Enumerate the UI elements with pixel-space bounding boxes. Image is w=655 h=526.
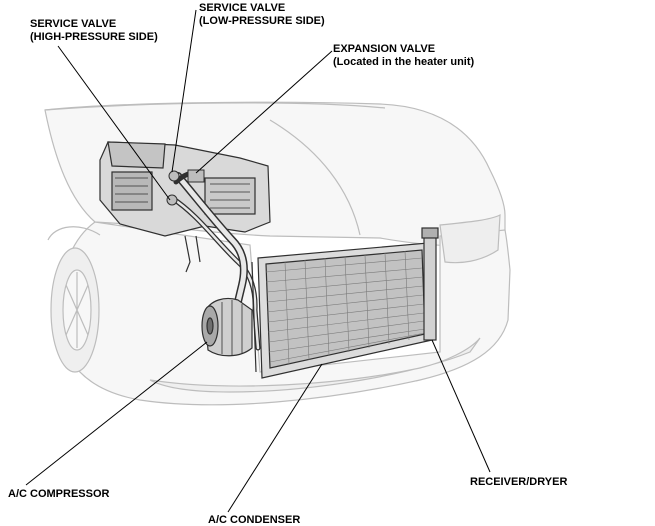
car-windshield-edge bbox=[44, 102, 386, 111]
label-expansion-valve: EXPANSION VALVE (Located in the heater u… bbox=[333, 43, 474, 69]
leader-service-valve-high bbox=[57, 45, 171, 201]
compressor-ribs bbox=[221, 300, 243, 356]
car-headlight-right bbox=[439, 214, 501, 264]
label-service-valve-high-line2: (HIGH-PRESSURE SIDE) bbox=[30, 31, 158, 43]
label-service-valve-low-line1: SERVICE VALVE bbox=[199, 2, 286, 14]
leader-service-valve-low bbox=[171, 9, 197, 173]
compressor bbox=[201, 297, 253, 357]
car-wheel-spokes bbox=[65, 272, 89, 348]
service-valve-high-fitting bbox=[166, 194, 178, 206]
leader-lines bbox=[25, 9, 491, 513]
label-service-valve-low: SERVICE VALVE (LOW-PRESSURE SIDE) bbox=[199, 2, 325, 28]
label-condenser: A/C CONDENSER bbox=[208, 514, 301, 526]
leader-condenser bbox=[227, 363, 323, 513]
condenser-fins bbox=[265, 250, 426, 365]
label-compressor: A/C COMPRESSOR bbox=[8, 488, 110, 500]
condenser bbox=[251, 242, 433, 379]
compressor-body bbox=[204, 297, 253, 357]
compressor-pulley-hub bbox=[206, 317, 214, 335]
heater-unit-grille-right bbox=[204, 177, 256, 215]
car-lower-grille bbox=[149, 337, 481, 393]
label-service-valve-high: SERVICE VALVE (HIGH-PRESSURE SIDE) bbox=[30, 18, 158, 44]
car-hood-crease bbox=[269, 119, 361, 236]
high-pressure-line-core bbox=[170, 196, 260, 350]
receiver-dryer-cap bbox=[421, 227, 439, 239]
leader-receiver-dryer bbox=[431, 339, 491, 473]
leader-expansion-valve bbox=[195, 50, 333, 174]
expansion-valve-block bbox=[187, 169, 205, 183]
refrigerant-lines bbox=[169, 169, 261, 351]
valve-fittings bbox=[166, 169, 205, 206]
service-valve-low-fitting bbox=[168, 170, 180, 182]
car-fender bbox=[47, 226, 101, 241]
leader-compressor bbox=[25, 341, 208, 486]
low-pressure-line-core bbox=[175, 173, 247, 313]
heater-unit-top-box bbox=[107, 141, 166, 169]
label-service-valve-high-line1: SERVICE VALVE bbox=[30, 18, 117, 30]
label-expansion-valve-line2: (Located in the heater unit) bbox=[333, 56, 475, 68]
heater-unit-lower-mount bbox=[184, 235, 201, 273]
heater-unit-vent-lines bbox=[115, 177, 250, 209]
label-receiver-dryer: RECEIVER/DRYER bbox=[470, 476, 568, 488]
label-service-valve-low-line2: (LOW-PRESSURE SIDE) bbox=[199, 15, 325, 27]
receiver-dryer-tank bbox=[423, 235, 437, 341]
receiver-dryer bbox=[421, 227, 439, 341]
label-expansion-valve-line1: EXPANSION VALVE bbox=[333, 43, 436, 55]
condenser-bracket-left bbox=[251, 261, 257, 373]
